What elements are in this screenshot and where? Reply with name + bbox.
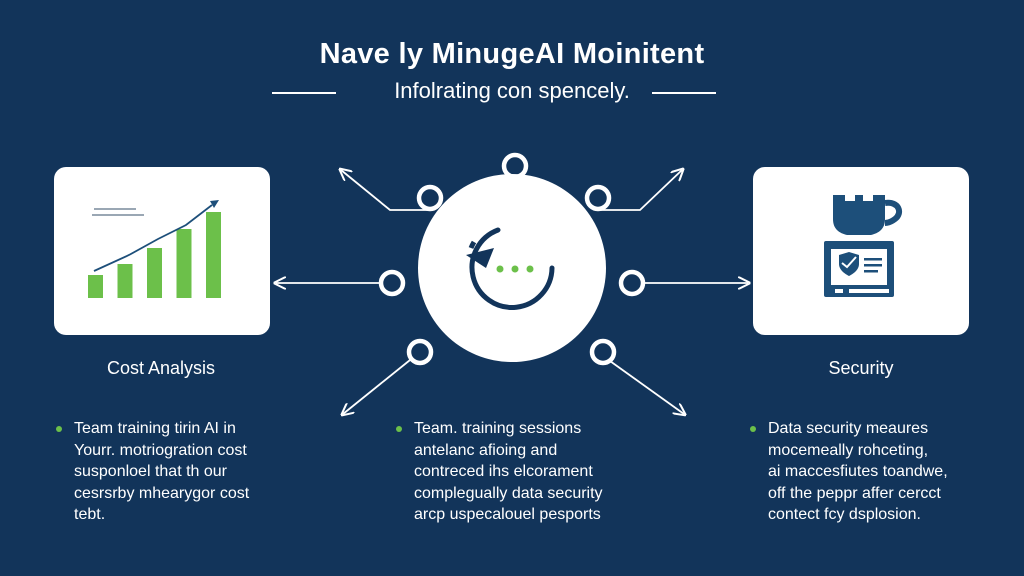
bullet-line: arcp uspecalouel pesports bbox=[414, 506, 601, 523]
refresh-chat-icon bbox=[466, 227, 555, 310]
node-top bbox=[501, 152, 529, 180]
bullet-line: complegually data security bbox=[414, 484, 603, 502]
bullet-line: Team training tirin AI in bbox=[74, 420, 236, 437]
cost-analysis-label: Cost Analysis bbox=[106, 358, 216, 378]
growth-bar bbox=[88, 275, 103, 298]
subtitle-rule-right bbox=[652, 92, 716, 94]
bullet-dot bbox=[396, 426, 402, 432]
growth-bar bbox=[147, 248, 162, 298]
growth-bar-chart-icon bbox=[88, 200, 221, 298]
bullet-block-right: Data security meaures mocemeally rohceti… bbox=[750, 418, 948, 526]
node-left bbox=[378, 269, 406, 297]
connector-lower-right bbox=[602, 355, 684, 414]
bullet-line: Yourr. motriogration cost bbox=[74, 441, 247, 459]
node-lower-left bbox=[406, 338, 434, 366]
security-server-icon bbox=[824, 195, 903, 297]
node-upper-left bbox=[416, 184, 444, 212]
node-upper-right bbox=[584, 184, 612, 212]
chat-dots bbox=[496, 265, 534, 273]
node-lower-right bbox=[589, 338, 617, 366]
bullet-line: tebt. bbox=[74, 506, 106, 523]
page-subtitle: Infolrating con spencely. bbox=[394, 78, 630, 103]
growth-bar bbox=[117, 264, 133, 298]
connector-upper-right bbox=[598, 170, 682, 211]
bullet-block-middle: Team. training sessions antelanc afioing… bbox=[396, 418, 603, 526]
bullet-line: susponloel that th our bbox=[74, 463, 227, 480]
bullet-line: antelanc afioing and bbox=[414, 441, 558, 459]
security-card bbox=[753, 167, 969, 335]
bullet-line: off the peppr affer cercct bbox=[768, 484, 941, 502]
cost-analysis-card bbox=[54, 167, 270, 335]
bullet-line: Data security meaures bbox=[768, 420, 929, 437]
growth-bar bbox=[176, 229, 192, 298]
subtitle-row: Infolrating con spencely. bbox=[0, 78, 1024, 108]
connector-upper-left bbox=[341, 170, 430, 211]
bullet-line: cesrsrby mhearygor cost bbox=[74, 484, 250, 502]
bullet-line: Team. training sessions bbox=[414, 420, 582, 437]
bullet-line: ai maccesfiutes toandwe, bbox=[768, 463, 948, 480]
subtitle-rule-left bbox=[272, 92, 336, 94]
node-right bbox=[618, 269, 646, 297]
bullet-block-left: Team training tirin AI in Yourr. motriog… bbox=[56, 418, 250, 526]
bullet-line: contect fcy dsplosion. bbox=[768, 506, 921, 523]
bullet-line: mocemeally rohceting, bbox=[768, 441, 929, 459]
security-label: Security bbox=[828, 358, 894, 378]
bullet-dot bbox=[750, 426, 756, 432]
connector-lower-left bbox=[343, 355, 416, 414]
growth-bar bbox=[206, 212, 221, 298]
bullet-line: contreced ihs elcorament bbox=[414, 463, 593, 480]
bullet-dot bbox=[56, 426, 62, 432]
page-title: Nave ly MinugeAI Moinitent bbox=[319, 38, 705, 70]
